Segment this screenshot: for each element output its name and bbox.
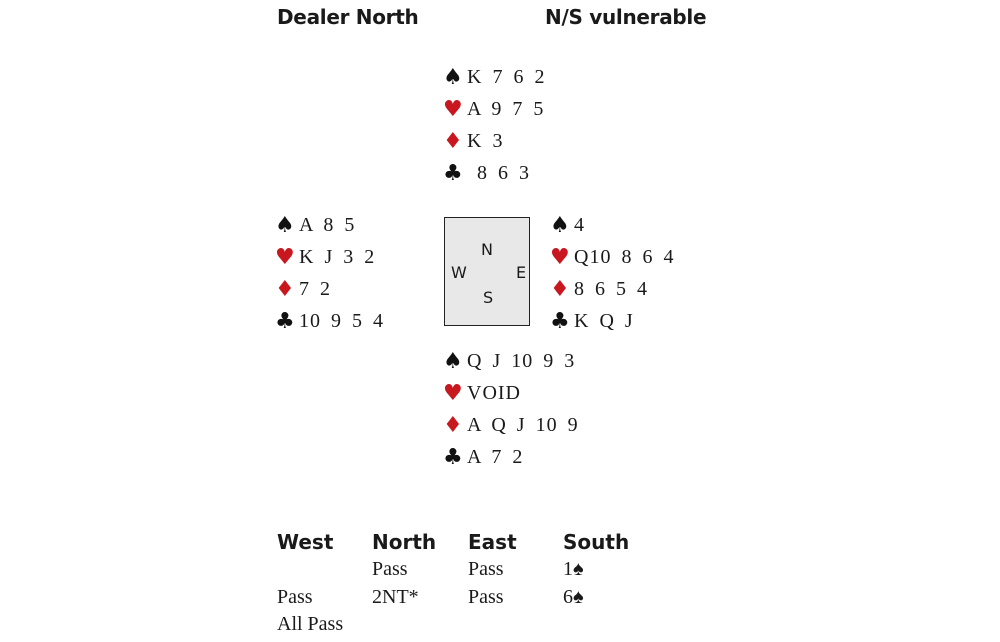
bid-call: 6♠	[563, 586, 584, 608]
bid-call: 2NT*	[372, 586, 419, 608]
east-clubs-cards: K Q J	[574, 309, 634, 332]
west-hand: ♠A 8 5♥K J 3 2♦7 2♣10 9 5 4	[275, 209, 384, 337]
north-spades-row: ♠K 7 6 2	[443, 61, 545, 93]
vulnerability-label: N/S vulnerable	[545, 5, 707, 29]
south-clubs-row: ♣A 7 2	[443, 441, 579, 473]
diamond-icon: ♦	[550, 276, 570, 302]
diamond-icon: ♦	[443, 412, 463, 438]
diamond-icon: ♦	[443, 128, 463, 154]
dealer-label: Dealer North	[277, 5, 419, 29]
club-icon: ♣	[275, 308, 295, 334]
east-spades-row: ♠4	[550, 209, 674, 241]
south-hearts-cards: VOID	[467, 381, 521, 404]
west-hearts-row: ♥K J 3 2	[275, 241, 384, 273]
bid-call: Pass	[372, 558, 408, 580]
west-clubs-cards: 10 9 5 4	[299, 309, 384, 332]
west-spades-row: ♠A 8 5	[275, 209, 384, 241]
east-hearts-cards: Q10 8 6 4	[574, 245, 675, 268]
heart-icon: ♥	[275, 244, 295, 270]
south-spades-cards: Q J 10 9 3	[467, 349, 576, 372]
bid-header-east: East	[468, 530, 517, 554]
bid-header-south: South	[563, 530, 630, 554]
diamond-icon: ♦	[275, 276, 295, 302]
west-spades-cards: A 8 5	[299, 213, 356, 236]
heart-icon: ♥	[443, 96, 463, 122]
east-diamonds-row: ♦8 6 5 4	[550, 273, 674, 305]
compass-north: N	[481, 240, 493, 259]
north-diamonds-cards: K 3	[467, 129, 504, 152]
spade-icon: ♠	[275, 212, 295, 238]
compass-box: N W E S	[444, 217, 530, 326]
bid-call: All Pass	[277, 613, 344, 635]
west-diamonds-cards: 7 2	[299, 277, 331, 300]
club-icon: ♣	[443, 160, 463, 186]
club-icon: ♣	[550, 308, 570, 334]
south-hand: ♠Q J 10 9 3♥VOID♦A Q J 10 9♣A 7 2	[443, 345, 579, 473]
west-clubs-row: ♣10 9 5 4	[275, 305, 384, 337]
south-clubs-cards: A 7 2	[467, 445, 524, 468]
heart-icon: ♥	[550, 244, 570, 270]
west-hearts-cards: K J 3 2	[299, 245, 376, 268]
compass-west: W	[451, 263, 467, 282]
bid-header-west: West	[277, 530, 334, 554]
north-diamonds-row: ♦K 3	[443, 125, 545, 157]
east-diamonds-cards: 8 6 5 4	[574, 277, 648, 300]
north-clubs-cards: 8 6 3	[467, 161, 530, 184]
north-spades-cards: K 7 6 2	[467, 65, 546, 88]
north-clubs-row: ♣ 8 6 3	[443, 157, 545, 189]
bid-call: 1♠	[563, 558, 584, 580]
east-spades-cards: 4	[574, 213, 585, 236]
compass-east: E	[516, 263, 527, 282]
east-hand: ♠4♥Q10 8 6 4♦8 6 5 4♣K Q J	[550, 209, 674, 337]
bid-call: Pass	[277, 586, 313, 608]
south-diamonds-cards: A Q J 10 9	[467, 413, 579, 436]
south-spades-row: ♠Q J 10 9 3	[443, 345, 579, 377]
west-diamonds-row: ♦7 2	[275, 273, 384, 305]
heart-icon: ♥	[443, 380, 463, 406]
north-hearts-cards: A 9 7 5	[467, 97, 545, 120]
spade-icon: ♠	[443, 348, 463, 374]
north-hand: ♠K 7 6 2♥A 9 7 5♦K 3♣ 8 6 3	[443, 61, 545, 189]
east-clubs-row: ♣K Q J	[550, 305, 674, 337]
north-hearts-row: ♥A 9 7 5	[443, 93, 545, 125]
spade-icon: ♠	[550, 212, 570, 238]
east-hearts-row: ♥Q10 8 6 4	[550, 241, 674, 273]
bid-header-north: North	[372, 530, 437, 554]
south-hearts-row: ♥VOID	[443, 377, 579, 409]
spade-icon: ♠	[443, 64, 463, 90]
compass-south: S	[483, 288, 494, 307]
club-icon: ♣	[443, 444, 463, 470]
bid-call: Pass	[468, 586, 504, 608]
south-diamonds-row: ♦A Q J 10 9	[443, 409, 579, 441]
bid-call: Pass	[468, 558, 504, 580]
